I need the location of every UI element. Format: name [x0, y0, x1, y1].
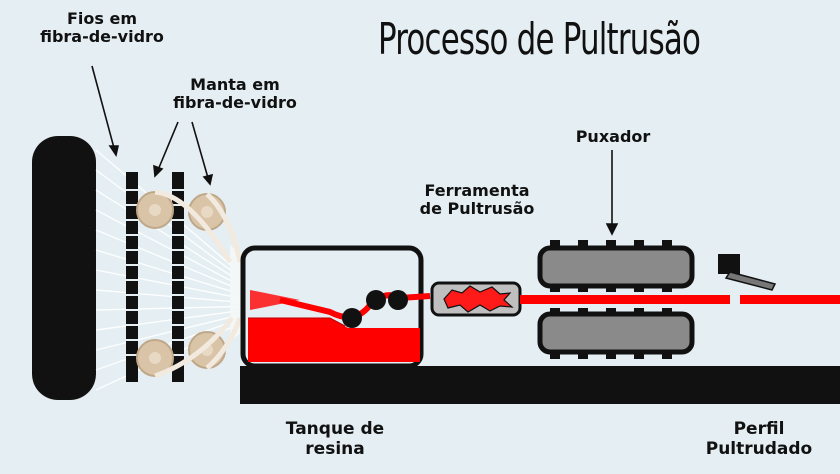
label-ferramenta: Ferramenta de Pultrusão: [392, 181, 562, 219]
tank-rollers: [342, 290, 408, 328]
puller-lower: [537, 311, 695, 355]
label-manta-line1: Manta em: [190, 75, 280, 94]
resin-tank: [240, 245, 424, 369]
label-puxador-text: Puxador: [575, 127, 651, 146]
cutoff-saw: [718, 254, 777, 291]
puller-upper: [537, 245, 695, 289]
profile-bar: [520, 295, 730, 304]
label-tanque-line2: resina: [305, 438, 365, 459]
label-fios-line2: fibra-de-vidro: [40, 27, 164, 47]
label-fios-line1: Fios em: [66, 9, 138, 28]
label-perfil: Perfil Pultrudado: [684, 419, 834, 459]
base-platform: [240, 366, 840, 404]
label-tanque-line1: Tanque de: [285, 419, 385, 439]
guide-plate-right: [172, 172, 184, 382]
label-tanque: Tanque de resina: [250, 419, 420, 459]
label-manta-line2: fibra-de-vidro: [173, 93, 297, 113]
pointer-lines: [91, 65, 619, 236]
label-fios: Fios em fibra-de-vidro: [4, 9, 200, 47]
diagram-title: Processo de Pultrusão: [378, 14, 701, 65]
guide-plate-left: [126, 172, 138, 382]
profile-bar-cut: [740, 295, 840, 304]
label-puxador: Puxador: [548, 127, 678, 146]
fiber-creel: [32, 136, 96, 400]
pultrusion-die: [430, 281, 522, 317]
label-ferramenta-line1: Ferramenta: [424, 181, 530, 200]
label-perfil-line2: Pultrudado: [705, 438, 813, 459]
label-perfil-line1: Perfil: [733, 419, 785, 439]
label-manta: Manta em fibra-de-vidro: [130, 75, 340, 113]
label-ferramenta-line2: de Pultrusão: [419, 199, 535, 219]
